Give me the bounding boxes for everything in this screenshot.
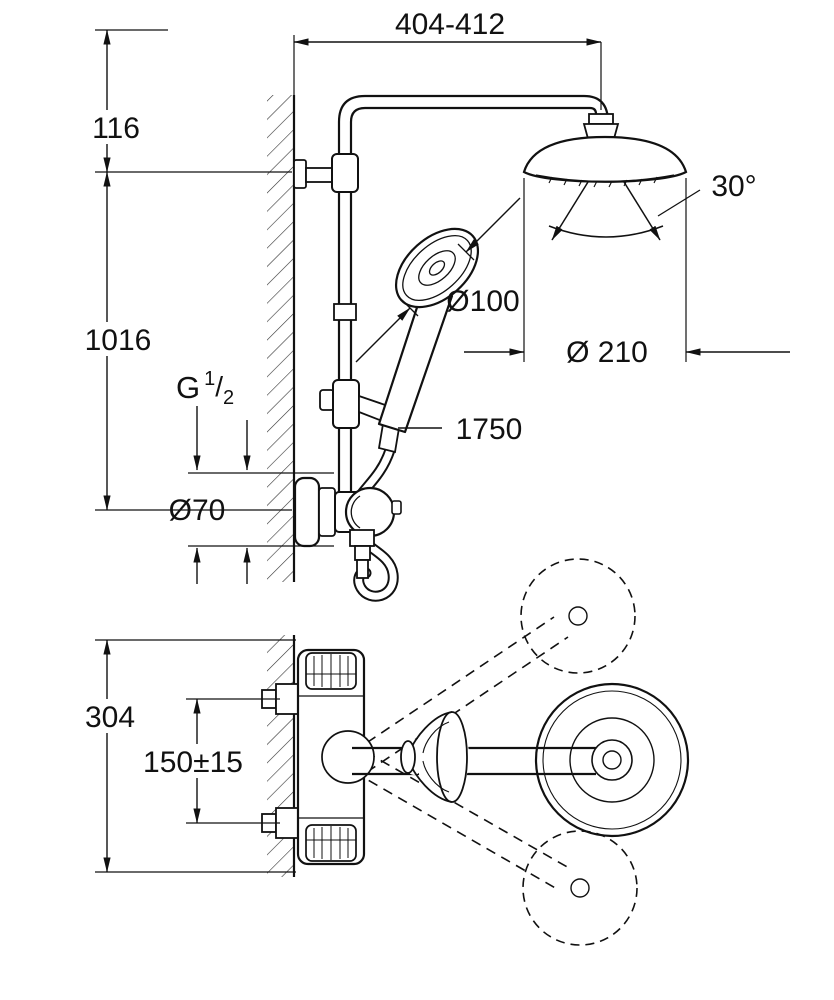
hand-shower-handle: [377, 284, 454, 434]
hand-shower-head: [394, 227, 480, 309]
shower-head-dome: [522, 135, 688, 183]
head-collar: [588, 113, 614, 125]
pipe-union: [333, 303, 357, 321]
top-view: 304 150±15: [76, 558, 690, 946]
head-shower-plan: [534, 682, 690, 838]
dim-escutcheon-diameter: Ø70: [169, 472, 334, 584]
dim-head-shower-diameter: Ø 210: [464, 178, 790, 369]
wall-bracket: [293, 153, 359, 193]
shower-arm: [352, 746, 596, 776]
dim-height: 1016: [82, 171, 292, 511]
dim-top-offset-label: 116: [92, 112, 140, 145]
dim-top-offset: 116: [88, 29, 292, 173]
dim-connection-spacing: 150±15: [126, 698, 280, 824]
dim-connection-spacing-label: 150±15: [143, 746, 243, 779]
spray-angle-label: 30°: [711, 170, 756, 203]
swivel-head-lower: [522, 830, 638, 946]
wall-hatch-side: [267, 35, 296, 582]
thermostat-valve: [293, 476, 402, 579]
spray-angle-arc: [548, 225, 664, 238]
dim-width-label: 404-412: [395, 8, 505, 41]
knob-bottom-plan: [305, 824, 357, 862]
hose-outlet: [356, 559, 369, 579]
swivel-head-upper: [520, 558, 636, 674]
hand-shower-holder: [319, 379, 396, 429]
dim-width: 404-412: [293, 8, 602, 110]
dim-head-shower-diameter-label: Ø 210: [566, 336, 648, 369]
dim-overall-depth: 304: [76, 639, 296, 873]
spray-angle: 30°: [548, 170, 757, 241]
dim-escutcheon-diameter-label: Ø70: [169, 494, 226, 527]
dim-hose-length: 1750: [398, 413, 522, 446]
dim-height-label: 1016: [85, 324, 152, 357]
dim-overall-depth-label: 304: [85, 701, 135, 734]
overhead-shower: [522, 113, 688, 188]
swivel-positions: [352, 558, 638, 946]
valve-plan: [261, 648, 375, 866]
knob-top-plan: [305, 652, 357, 690]
dim-hand-shower-diameter-label: Ø100: [446, 285, 519, 318]
nozzle-ticks: [548, 176, 658, 188]
arm-pivot-boss: [321, 730, 375, 784]
dim-hose-length-label: 1750: [456, 413, 523, 446]
escutcheon: [293, 476, 321, 548]
side-view: 30°: [82, 8, 790, 602]
thermostat-knob: [344, 486, 396, 538]
hand-shower-plan: [400, 711, 469, 803]
safety-button: [391, 500, 402, 515]
hand-shower: [377, 227, 480, 454]
dim-hand-shower-diameter: Ø100: [355, 197, 521, 363]
wall-hatch-top: [267, 635, 296, 877]
